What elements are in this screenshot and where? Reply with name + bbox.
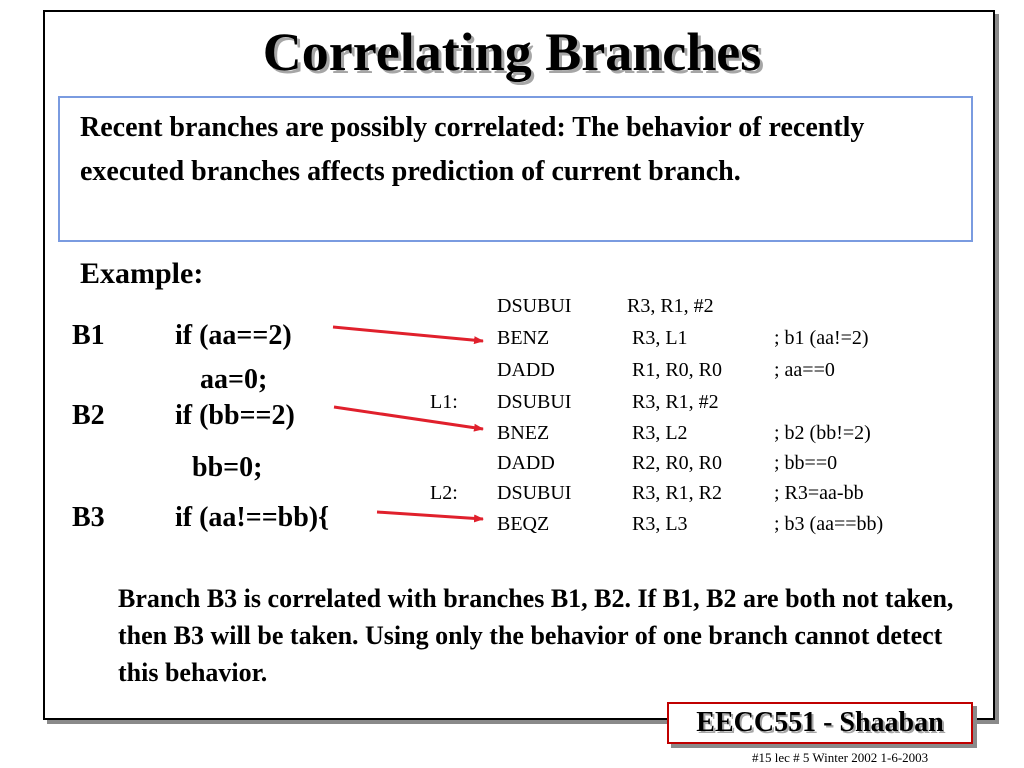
asm-comment: ; b1 (aa!=2) [774, 327, 869, 349]
asm-args: R3, L3 [632, 513, 688, 535]
arrow-b1 [332, 325, 484, 345]
summary-text: Branch B3 is correlated with branches B1… [118, 584, 954, 687]
asm-args: R3, R1, #2 [627, 295, 714, 317]
asm-comment: ; b3 (aa==bb) [774, 513, 884, 535]
intro-text-box: Recent branches are possibly correlated:… [58, 96, 973, 242]
footer-slide-info: #15 lec # 5 Winter 2002 1-6-2003 [752, 750, 929, 765]
asm-op: DSUBUI [497, 482, 572, 504]
source-code-line: aa=0; [200, 364, 268, 395]
arrow-b2 [333, 405, 484, 432]
footer-course-title: EECC551 - Shaaban [696, 707, 944, 738]
asm-op: BENZ [497, 327, 550, 349]
source-code-line: bb=0; [192, 452, 263, 483]
example-label: Example: [80, 257, 204, 290]
asm-comment: ; R3=aa-bb [774, 482, 864, 504]
asm-comment: ; bb==0 [774, 452, 838, 474]
asm-args: R3, R1, R2 [632, 482, 723, 504]
asm-op: BEQZ [497, 513, 550, 535]
asm-args: R3, L2 [632, 422, 688, 444]
asm-args: R3, L1 [632, 327, 688, 349]
asm-args: R2, R0, R0 [632, 452, 723, 474]
footer-course-box: EECC551 - Shaaban [667, 702, 973, 744]
asm-op: DADD [497, 359, 555, 381]
asm-comment: ; b2 (bb!=2) [774, 422, 871, 444]
arrow-b3 [376, 510, 484, 523]
asm-op: DSUBUI [497, 391, 572, 413]
source-label-b1: B1 [72, 320, 105, 351]
source-code-line: if (aa==2) [175, 320, 292, 351]
asm-args: R3, R1, #2 [632, 391, 719, 413]
asm-label: L1: [430, 391, 458, 413]
source-code-line: if (aa!==bb){ [175, 502, 330, 533]
slide-frame [43, 10, 995, 720]
source-label-b2: B2 [72, 400, 105, 431]
asm-label: L2: [430, 482, 458, 504]
asm-op: DADD [497, 452, 555, 474]
source-label-b3: B3 [72, 502, 105, 533]
slide-title: Correlating Branches [262, 22, 762, 82]
asm-comment: ; aa==0 [774, 359, 835, 381]
asm-op: DSUBUI [497, 295, 572, 317]
asm-op: BNEZ [497, 422, 550, 444]
source-code-line: if (bb==2) [175, 400, 295, 431]
asm-args: R1, R0, R0 [632, 359, 723, 381]
